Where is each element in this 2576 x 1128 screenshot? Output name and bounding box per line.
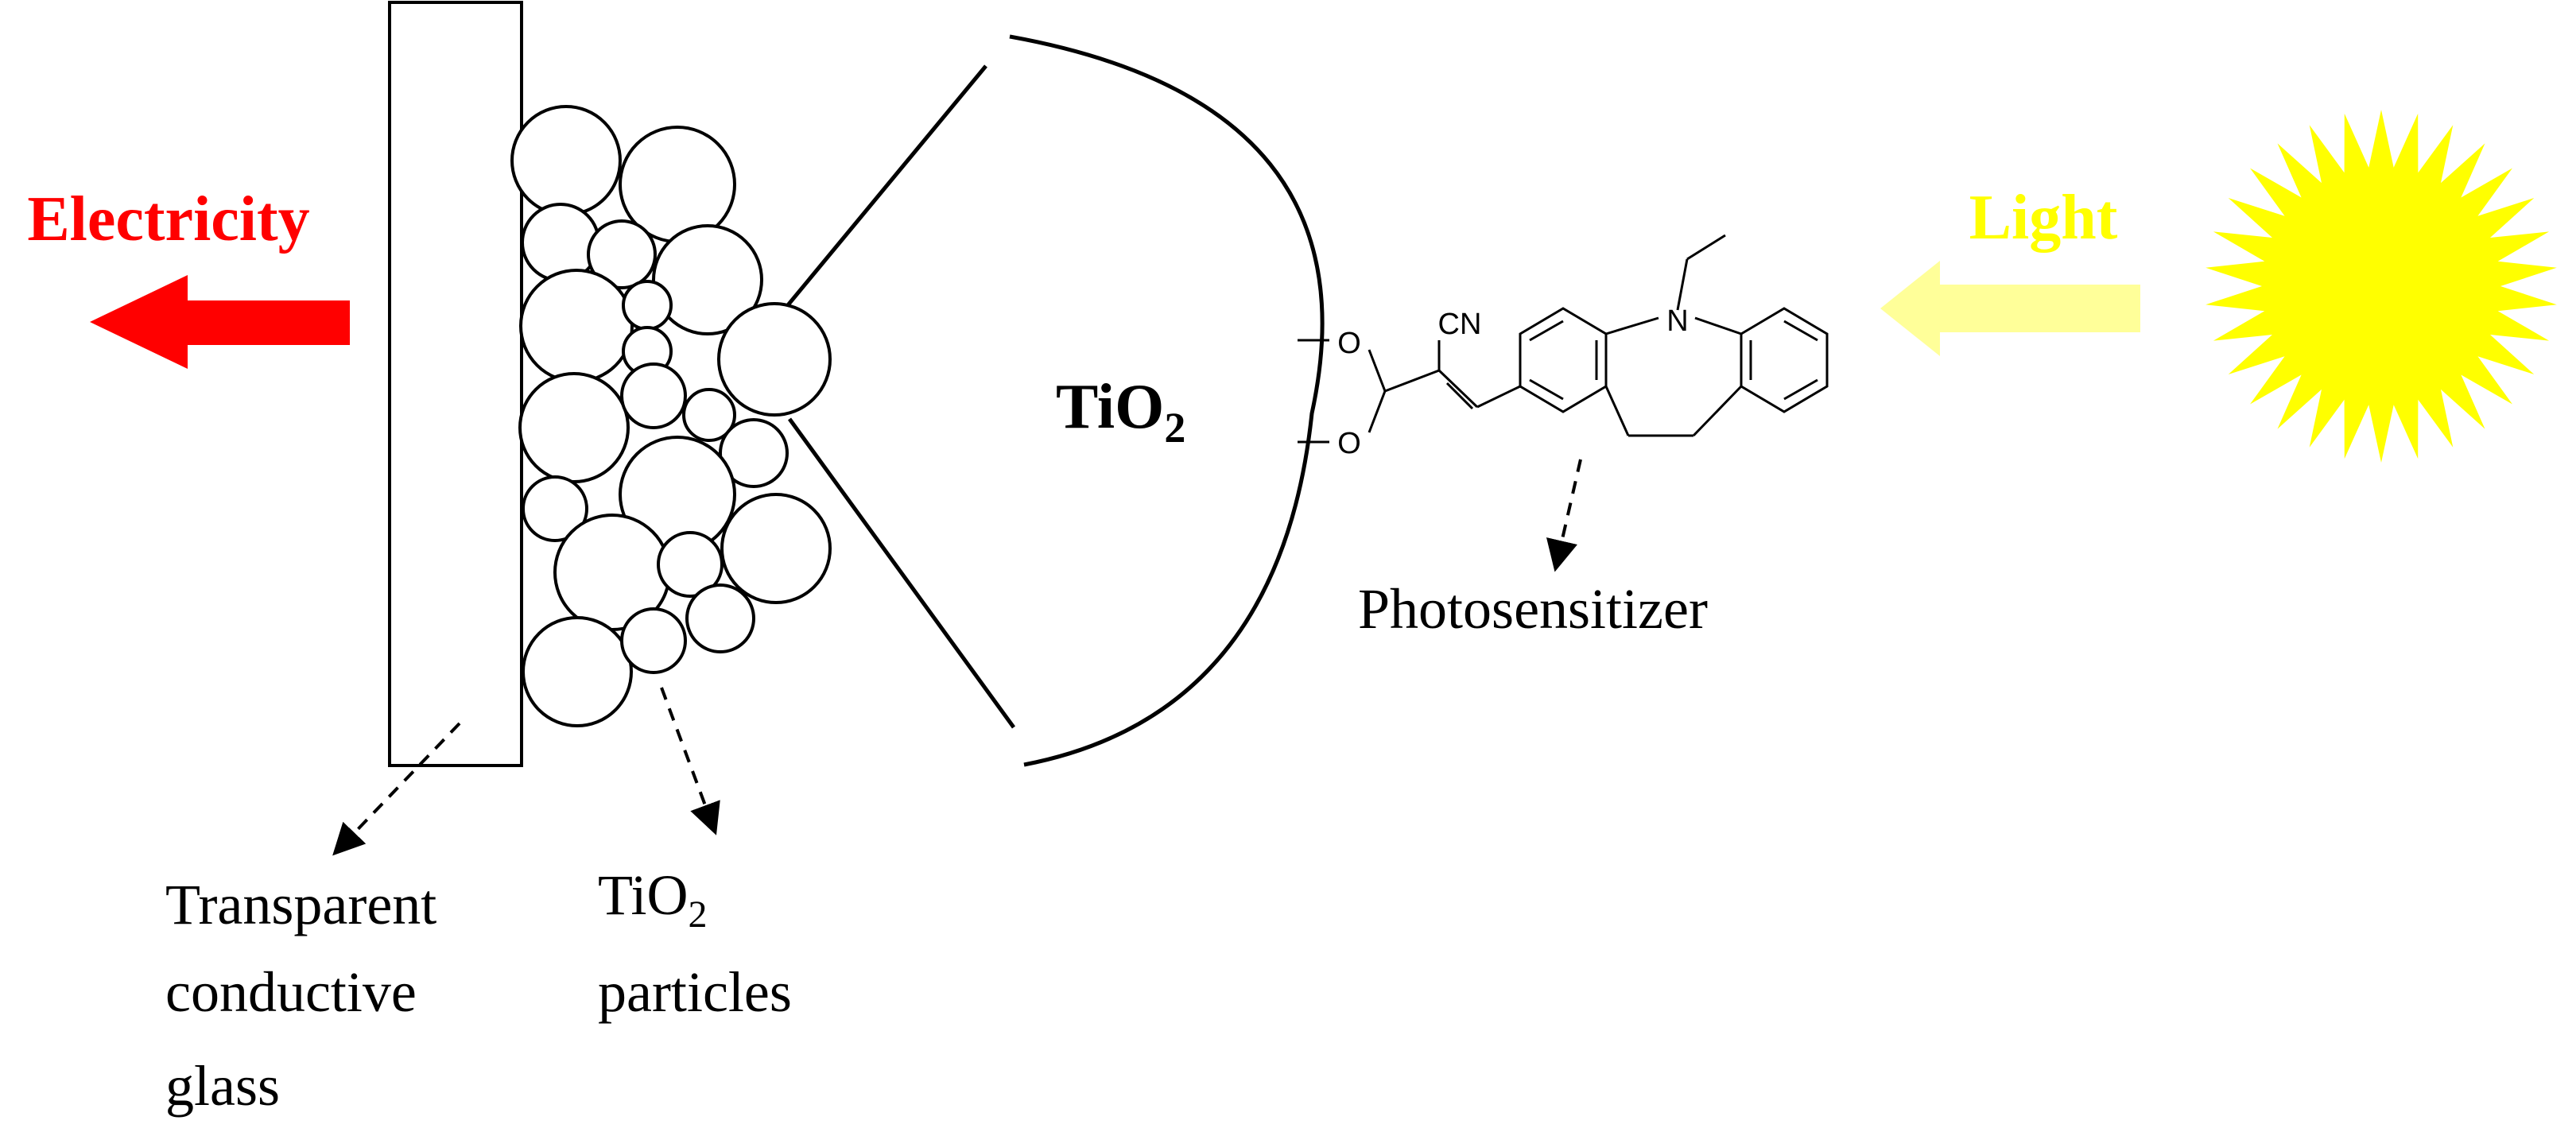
glass-pointer	[332, 722, 461, 856]
tio2-particle-cluster	[510, 105, 832, 727]
light-arrow-icon	[1880, 261, 2140, 356]
atom-o-top: O	[1337, 327, 1361, 360]
light-label: Light	[1969, 183, 2118, 253]
glass-label-line1: Transparent	[165, 873, 436, 936]
zoom-line-top	[786, 64, 987, 308]
atom-o-bottom: O	[1337, 427, 1361, 460]
photosensitizer-pointer	[1546, 459, 1582, 572]
atom-cn: CN	[1438, 308, 1482, 341]
electricity-label: Electricity	[27, 184, 309, 254]
atom-n: N	[1666, 304, 1688, 338]
tio2-main-label: TiO2	[1056, 372, 1185, 452]
tio2-magnified-surface	[1009, 34, 1325, 767]
particles-label-line2: particles	[598, 960, 792, 1024]
photosensitizer-label: Photosensitizer	[1358, 577, 1708, 641]
zoom-line-bottom	[787, 417, 1016, 729]
particles-label-line1: TiO2	[598, 863, 707, 936]
particles-pointer	[660, 687, 720, 835]
electricity-arrow-icon	[90, 275, 350, 369]
sun-icon	[2206, 110, 2557, 463]
glass-label-line2: conductive	[165, 960, 417, 1024]
glass-label-line3: glass	[165, 1054, 280, 1118]
conductive-glass	[388, 1, 523, 767]
photosensitizer-molecule	[1298, 234, 1829, 444]
